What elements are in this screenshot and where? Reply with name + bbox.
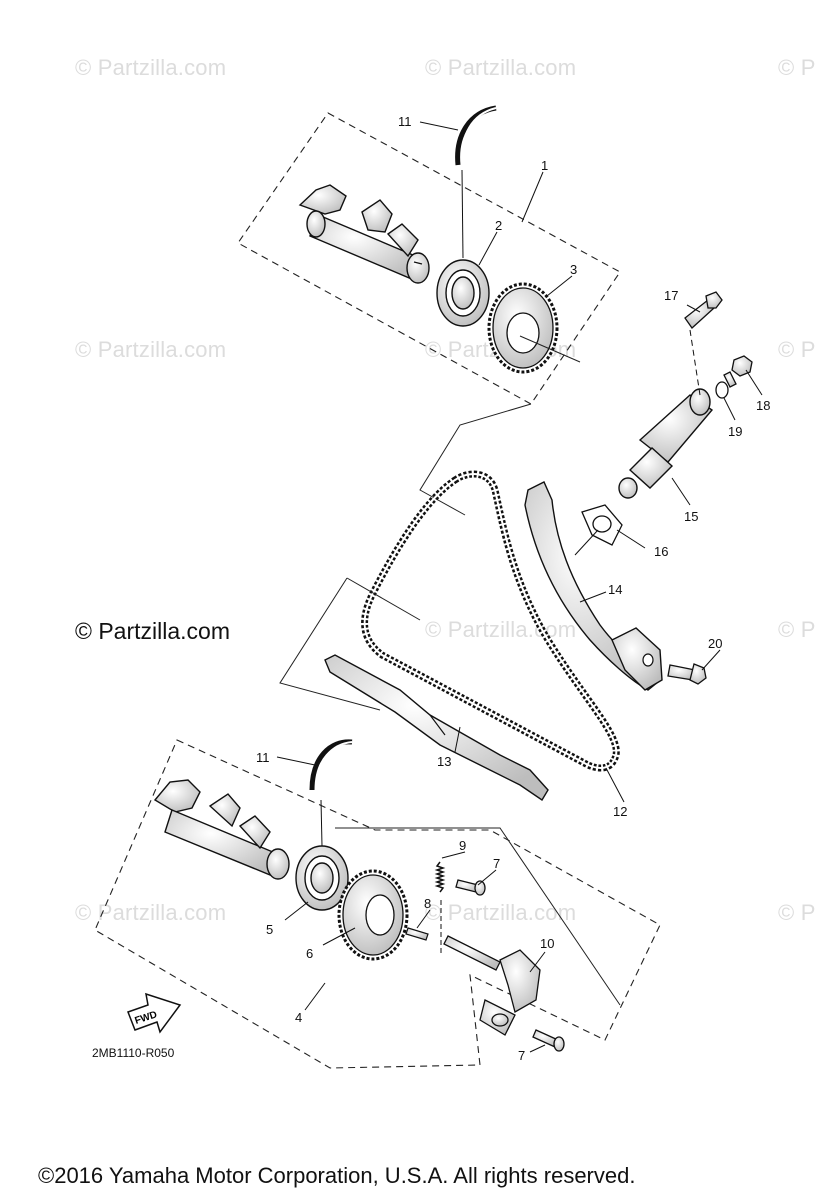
washer-17 xyxy=(715,381,729,399)
callout-11: 11 xyxy=(398,114,412,129)
callout-15: 17 xyxy=(664,288,678,303)
watermark: © Partzilla.com xyxy=(425,900,577,925)
callout-10: 10 xyxy=(540,936,554,951)
pin-7-upper xyxy=(455,879,486,896)
callout-19: 14 xyxy=(608,582,622,597)
watermark: © P xyxy=(778,55,816,80)
watermark: © P xyxy=(778,337,816,362)
spring-9 xyxy=(434,861,446,893)
callout-5: 5 xyxy=(266,922,273,937)
callout-7: 7 xyxy=(493,856,500,871)
watermark: © Partzilla.com xyxy=(75,337,227,362)
bolt-15 xyxy=(684,291,723,329)
cam-sprocket-upper xyxy=(487,282,559,374)
camshaft-lower xyxy=(153,779,290,880)
watermark: © Partzilla.com xyxy=(75,900,227,925)
pin-8 xyxy=(405,927,429,941)
copyright-notice: ©2016 Yamaha Motor Corporation, U.S.A. A… xyxy=(38,1163,636,1188)
callout-4: 4 xyxy=(295,1010,302,1025)
callout-leaders xyxy=(276,121,763,1053)
callout-9: 9 xyxy=(459,838,466,853)
watermark: © P xyxy=(778,900,816,925)
callout-16: 18 xyxy=(756,398,770,413)
decompressor-10 xyxy=(443,935,541,1036)
group-outline-4 xyxy=(94,739,661,1069)
callout-17: 19 xyxy=(728,424,742,439)
pin-7-lower xyxy=(532,1029,565,1052)
callout-12: 12 xyxy=(613,804,627,819)
cam-chain-tensioner xyxy=(618,388,714,499)
callout-6: 6 xyxy=(306,946,313,961)
callout-18: 13 xyxy=(437,754,451,769)
bearing-upper xyxy=(436,259,490,327)
watermark: © P xyxy=(778,617,816,642)
camshaft-upper xyxy=(298,184,430,284)
callout-14: 16 xyxy=(654,544,668,559)
site-label: © Partzilla.com xyxy=(75,618,230,644)
bolt-20 xyxy=(667,663,707,685)
callout-3: 3 xyxy=(570,262,577,277)
watermark: © Partzilla.com xyxy=(75,55,227,80)
watermark: © Partzilla.com xyxy=(425,55,577,80)
callout-11: 11 xyxy=(256,750,270,765)
fwd-arrow-icon: FWD xyxy=(127,992,182,1034)
gasket-14 xyxy=(581,504,623,546)
watermark: © Partzilla.com xyxy=(425,617,577,642)
callout-7: 7 xyxy=(518,1048,525,1063)
leader-lines xyxy=(419,403,532,516)
cam-sprocket-lower xyxy=(337,869,409,961)
callout-20: 20 xyxy=(708,636,722,651)
bearing-lower xyxy=(295,845,349,911)
chain-guide-18 xyxy=(324,654,549,801)
diagram-code: 2MB1110-R050 xyxy=(92,1046,175,1060)
callout-2: 2 xyxy=(495,218,502,233)
bolt-16 xyxy=(723,355,753,388)
callout-1: 1 xyxy=(541,158,548,173)
callout-13: 15 xyxy=(684,509,698,524)
callout-8: 8 xyxy=(424,896,431,911)
circlip-upper xyxy=(455,105,497,166)
group-outline-1 xyxy=(237,112,621,405)
